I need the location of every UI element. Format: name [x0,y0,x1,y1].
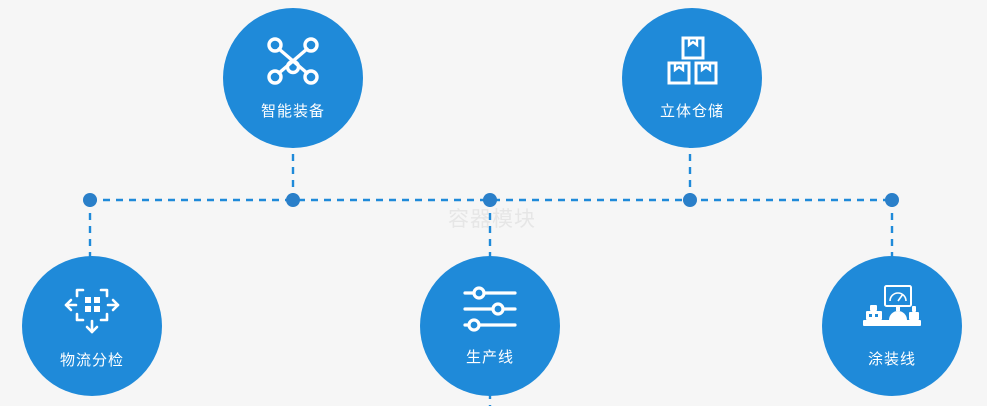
junction-dot-painting-line[interactable] [885,193,899,207]
node-label: 涂装线 [867,350,916,368]
node-production-line[interactable]: 生产线 [420,256,560,396]
node-label: 智能装备 [260,102,325,120]
junction-dot-intelligent-equipment[interactable] [286,193,300,207]
node-logistics-sorting[interactable]: 物流分检 [22,256,162,396]
node-label: 生产线 [465,348,514,366]
workstation-icon [861,284,923,334]
diagram-watermark: 容器模块 [448,208,536,231]
junction-dot-stereoscopic-warehouse[interactable] [683,193,697,207]
stacked-boxes-icon [666,36,718,86]
junction-dot-logistics-sorting[interactable] [83,193,97,207]
node-stereoscopic-warehouse[interactable]: 立体仓储 [622,8,762,148]
junction-dot-production-line[interactable] [483,193,497,207]
network-nodes-icon [266,36,320,86]
node-label: 物流分检 [59,351,124,369]
node-intelligent-equipment[interactable]: 智能装备 [223,8,363,148]
sorting-arrows-icon [63,283,121,335]
node-painting-line[interactable]: 涂装线 [822,256,962,396]
sliders-icon [462,285,518,332]
node-label: 立体仓储 [659,102,724,120]
